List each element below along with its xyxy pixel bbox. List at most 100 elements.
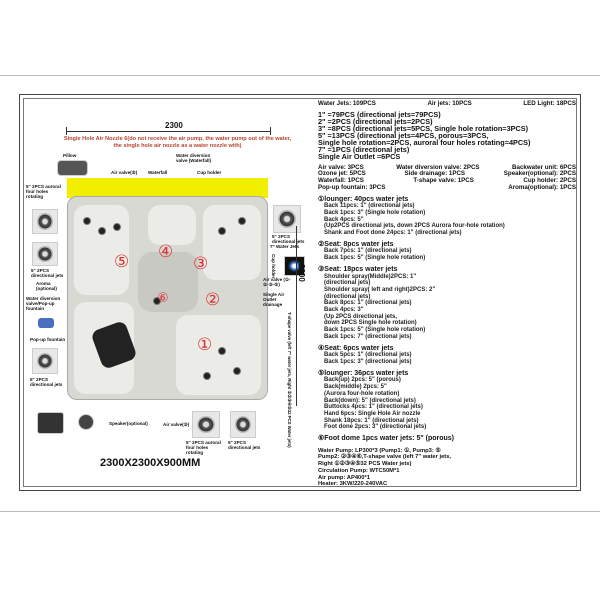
jet-line: 5" =13PCS (directional jets=4PCS, porous… [318,130,489,140]
section-line: Hand 6pcs: Single Hole Air nozzle [324,410,421,417]
air-jets-total: Air jets: 10PCS [427,100,472,107]
spec-summary-row: Water Jets: 109PCS Air jets: 10PCS LED L… [318,100,576,108]
seat-number-4: ④ [158,242,174,262]
section-line: Back 5pcs: 1" (directional jets) [324,352,412,359]
led-light-total: LED Light: 18PCS [523,100,576,107]
label-t-shape-valve: T-shape valve (left 7" water jets, Right… [287,312,292,448]
part-item: Cup holder: 2PCS [523,177,576,185]
section-line: Back 7pcs: 1" (directional jets) [324,248,412,255]
sheet-frame [19,94,581,491]
jet-icon [203,372,211,380]
tub-top-edge [67,178,268,198]
section-line: Back 1pcs: 5" (Single hole rotation) [324,255,426,262]
equipment-line: Circulation Pump: WTC50M*1 [318,467,400,474]
part-item: Aroma(optional): 1PCS [508,183,576,191]
section-title: ②Seat: 8pcs water jets [318,240,394,248]
foot-dome [138,252,198,312]
water-jets-total: Water Jets: 109PCS [318,100,376,107]
popup-fountain-image [34,316,58,330]
section-line: down 2PCS Single hole rotation) [324,320,417,327]
label-waterfall: Waterfall [148,170,168,175]
section-line: Shoulder spray(Middle)2PCS: 1" [324,273,417,280]
label-directional-right: 5" 2PCS directional jets [272,234,305,244]
lounger-area [176,315,261,395]
label-aroma: Aroma (optional) [36,281,57,291]
jet-icon [153,297,161,305]
jet-line: 2" =2PCS (directional jets=2PCS) [318,116,433,126]
section-title: ③Seat: 18pcs water jets [318,265,398,273]
section-line: Back 1pcs: 7" (directional jets) [324,333,412,340]
cup-holder-image [284,256,305,276]
section-line: Back 4pcs: 3" [324,307,364,314]
section-line: Back(middle) 2pcs: 5" [324,384,387,391]
label-diversion-popup: Water diversion valve/Pop-up fountain [26,296,61,311]
directional-jet-image [32,242,58,266]
seat-number-2: ② [205,290,221,310]
part-item: Air valve: 3PCS [318,163,364,171]
step-image [37,412,64,434]
section-line: Foot done 2pcs: 3" (directional jets) [324,424,427,431]
dim-tick [270,127,271,135]
label-auroral-bottom: 5" 2PCS auroral four holes rotating [186,440,221,455]
section-line: (Up2PCS directional jets, down 2PCS Auro… [324,223,505,230]
section-line: Back 4pcs: 5" [324,216,364,223]
directional-jet-image [230,411,256,438]
label-air-valve-multi: Air valve (①-②-③-⑤) [263,277,291,287]
section-line: Back(up) 2pcs: 5" (porous) [324,377,401,384]
directional-jet-image [273,205,301,233]
label-water-diversion-valve: Water diversion valve (Waterfall) [176,153,212,163]
section-line: (directional jets) [324,293,371,300]
section-line: Back 8pcs: 1" (directional jets) [324,300,412,307]
label-directional-left-2: 5" 2PCS directional jets [30,377,63,387]
height-dimension: 2300 [297,264,306,282]
height-dimension-line [296,226,297,406]
width-dimension: 2300 [165,121,183,130]
jet-line: 3" =8PCS (directional jets=5PCS, Single … [318,123,529,133]
directional-jet-image [32,348,58,374]
jet-icon [218,227,226,235]
label-air-valve-3: Air valve(③) [163,422,190,427]
section-title: ⑤lounger: 36pcs water jets [318,369,409,377]
parts-list: Air valve: 3PCS Water diversion valve: 2P… [318,163,576,192]
section-title: ④Seat: 6pcs water jets [318,344,394,352]
auroral-jet-image [192,411,220,438]
jet-icon [83,217,91,225]
tub-body [67,196,268,400]
sheet-inner-frame [23,98,577,487]
equipment-line: Pump2: ②③④⑥,T-shape valve (left 7" water… [318,454,452,461]
label-single-air-outlet: Single Air Outlet drainage [263,292,285,307]
section-line: Shank and Foot done 24pcs: 1" (direction… [324,230,462,237]
label-pillow: Pillow [63,153,77,158]
label-speaker: Speaker(optional) [109,421,148,426]
seat-number-6: ⑥ [157,291,169,306]
section-line: Back 1pcs: 5" (Single hole rotation) [324,327,426,334]
section-line: (Up 2PCS directional jets, [324,313,398,320]
label-air-valve-5: Air valve(⑤) [111,170,138,175]
jet-line: Single hole rotation=2PCS, auroral four … [318,137,531,147]
seat-area [74,205,129,295]
bottom-divider [0,511,600,512]
section-title: ⑥Foot dome 1pcs water jets: 5" (porous) [318,435,455,443]
section-line: Back(down): 5" (directional jets) [324,397,416,404]
part-item: Water diversion valve: 2PCS [396,163,480,171]
label-popup-fountain: Pop-up fountain [30,337,66,342]
jet-icon [218,347,226,355]
dim-tick [66,127,67,135]
section-title: ①lounger: 40pcs water jets [318,195,409,203]
top-divider [0,75,600,76]
jet-icon [238,217,246,225]
tub-dimensions: 2300X2300X900MM [100,457,201,469]
seat-number-3: ③ [193,254,209,274]
pillow-image [57,160,88,176]
speaker-image [78,414,94,430]
air-nozzle-note: Single Hole Air Nozzle 6(do not receive … [63,136,292,149]
part-item: Speaker(optional): 2PCS [503,170,576,178]
jet-line: Single Air Outlet =6PCS [318,151,401,161]
part-item: Ozone jet: 5PCS [318,170,366,178]
equipment-line: Air pump: AP400*1 [318,474,370,481]
label-directional-left: 5" 2PCS directional jets [31,268,64,278]
